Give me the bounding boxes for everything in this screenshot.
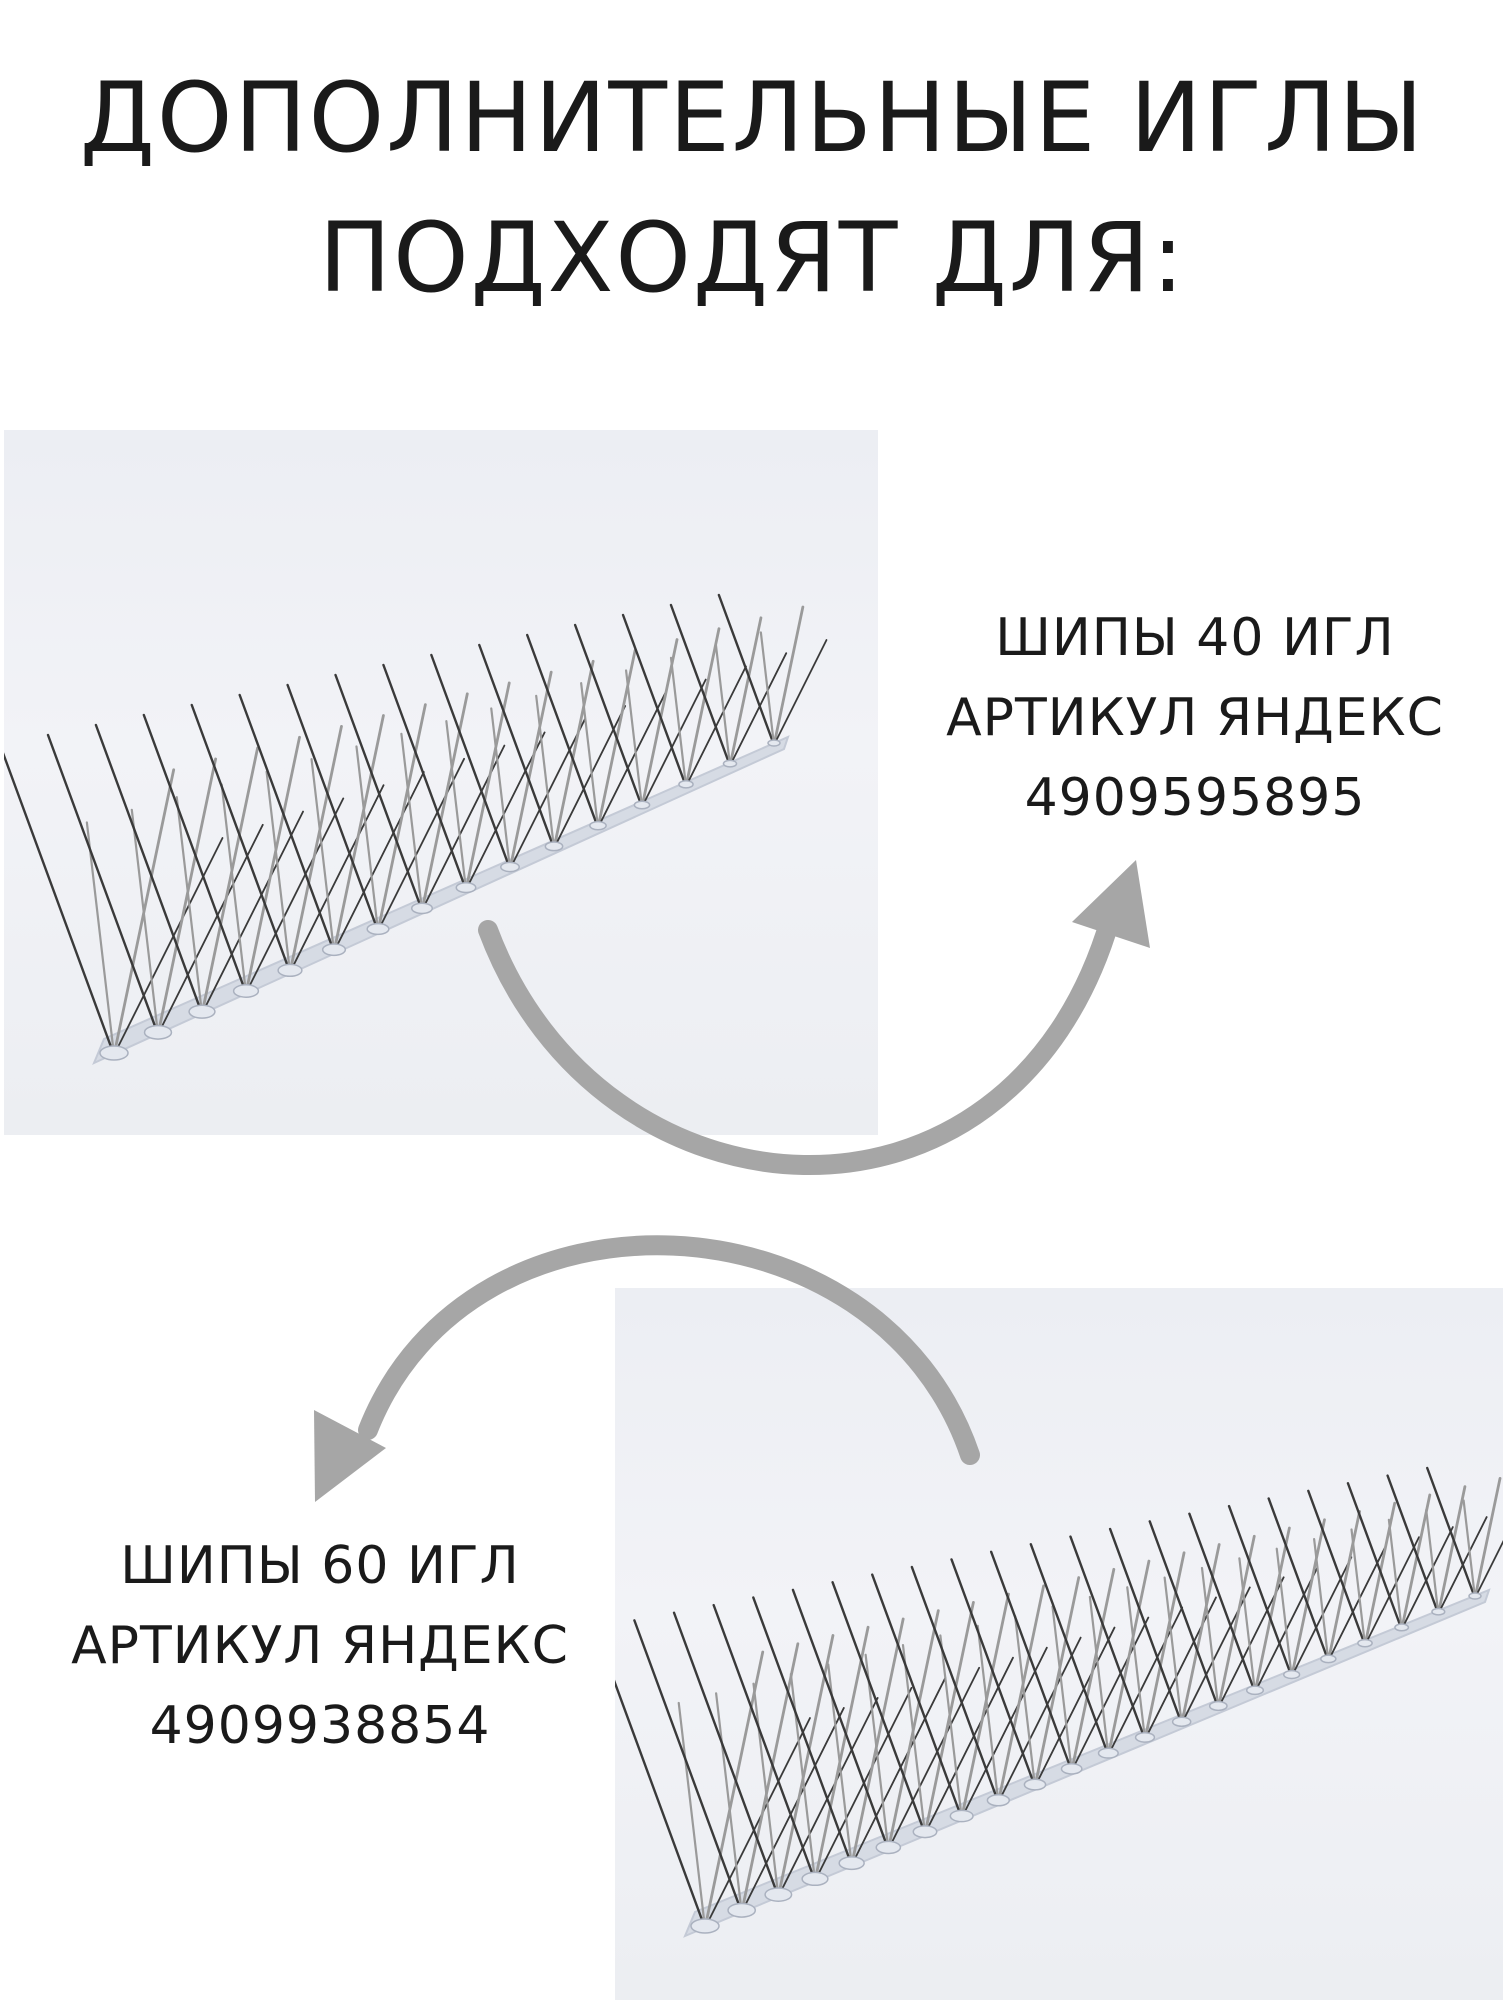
bird-spike-strip-image bbox=[615, 1466, 1503, 1938]
product-title: ШИПЫ 60 ИГЛ bbox=[120, 1536, 520, 1596]
product-photo-60-spikes bbox=[615, 1288, 1503, 2000]
article-label: АРТИКУЛ ЯНДЕКС bbox=[71, 1616, 569, 1676]
page-title-line-2: ПОДХОДЯТ ДЛЯ: bbox=[318, 202, 1187, 314]
product-caption-40: ШИПЫ 40 ИГЛ АРТИКУЛ ЯНДЕКС 4909595895 bbox=[915, 598, 1475, 838]
product-photo-40-spikes bbox=[4, 430, 878, 1135]
article-number: 4909938854 bbox=[149, 1696, 491, 1756]
article-label: АРТИКУЛ ЯНДЕКС bbox=[946, 688, 1444, 748]
page-title-line-1: ДОПОЛНИТЕЛЬНЫЕ ИГЛЫ bbox=[79, 62, 1426, 174]
bird-spike-strip-image bbox=[4, 593, 828, 1065]
article-number: 4909595895 bbox=[1024, 768, 1366, 828]
product-title: ШИПЫ 40 ИГЛ bbox=[995, 608, 1395, 668]
product-caption-60: ШИПЫ 60 ИГЛ АРТИКУЛ ЯНДЕКС 4909938854 bbox=[40, 1526, 600, 1766]
